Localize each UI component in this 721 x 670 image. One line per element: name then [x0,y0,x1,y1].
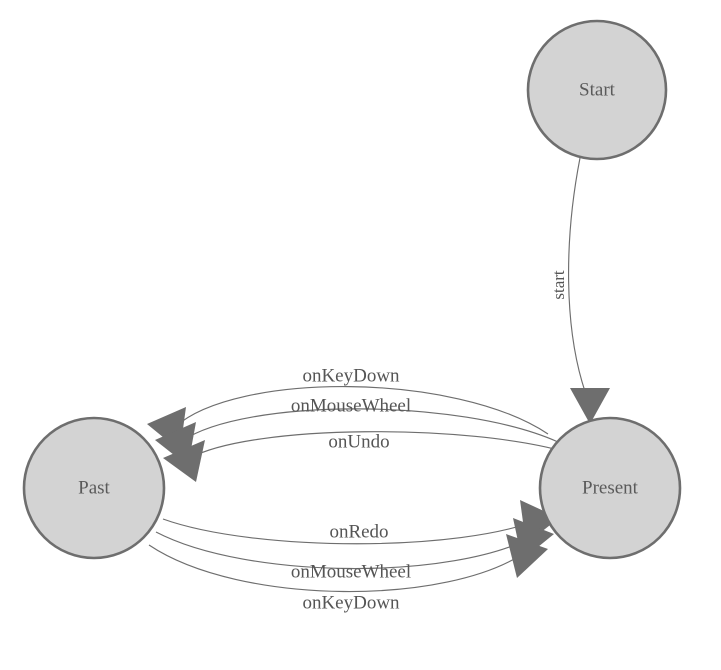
edge-start-path [568,157,589,401]
edge-undo-wheel-path [181,408,559,443]
edges-layer [147,157,610,593]
node-present-circle[interactable] [538,416,682,560]
node-past-circle[interactable] [22,416,166,560]
edge-undo-keydown-path [174,386,549,435]
edge-redo-path [162,518,541,545]
edge-undo-hitarea[interactable] [190,432,566,458]
edge-undo-path [189,431,567,459]
edge-redo-keydown-arrowhead-icon [506,534,548,578]
node-start-circle[interactable] [526,19,668,161]
node-present[interactable]: Present [538,416,682,560]
edge-start-hitarea[interactable] [569,158,588,400]
edge-start-arrowhead-icon [570,388,610,424]
edge-start[interactable] [568,157,610,424]
node-start[interactable]: Start [526,19,668,161]
edge-redo-keydown-hitarea[interactable] [149,545,527,592]
edge-redo-wheel-path [155,531,535,570]
node-past[interactable]: Past [22,416,166,560]
edge-redo-keydown-path [148,544,528,593]
edge-undo-arrowhead-icon [163,440,205,482]
edge-redo-keydown[interactable] [148,534,548,593]
edge-undo[interactable] [163,431,567,482]
